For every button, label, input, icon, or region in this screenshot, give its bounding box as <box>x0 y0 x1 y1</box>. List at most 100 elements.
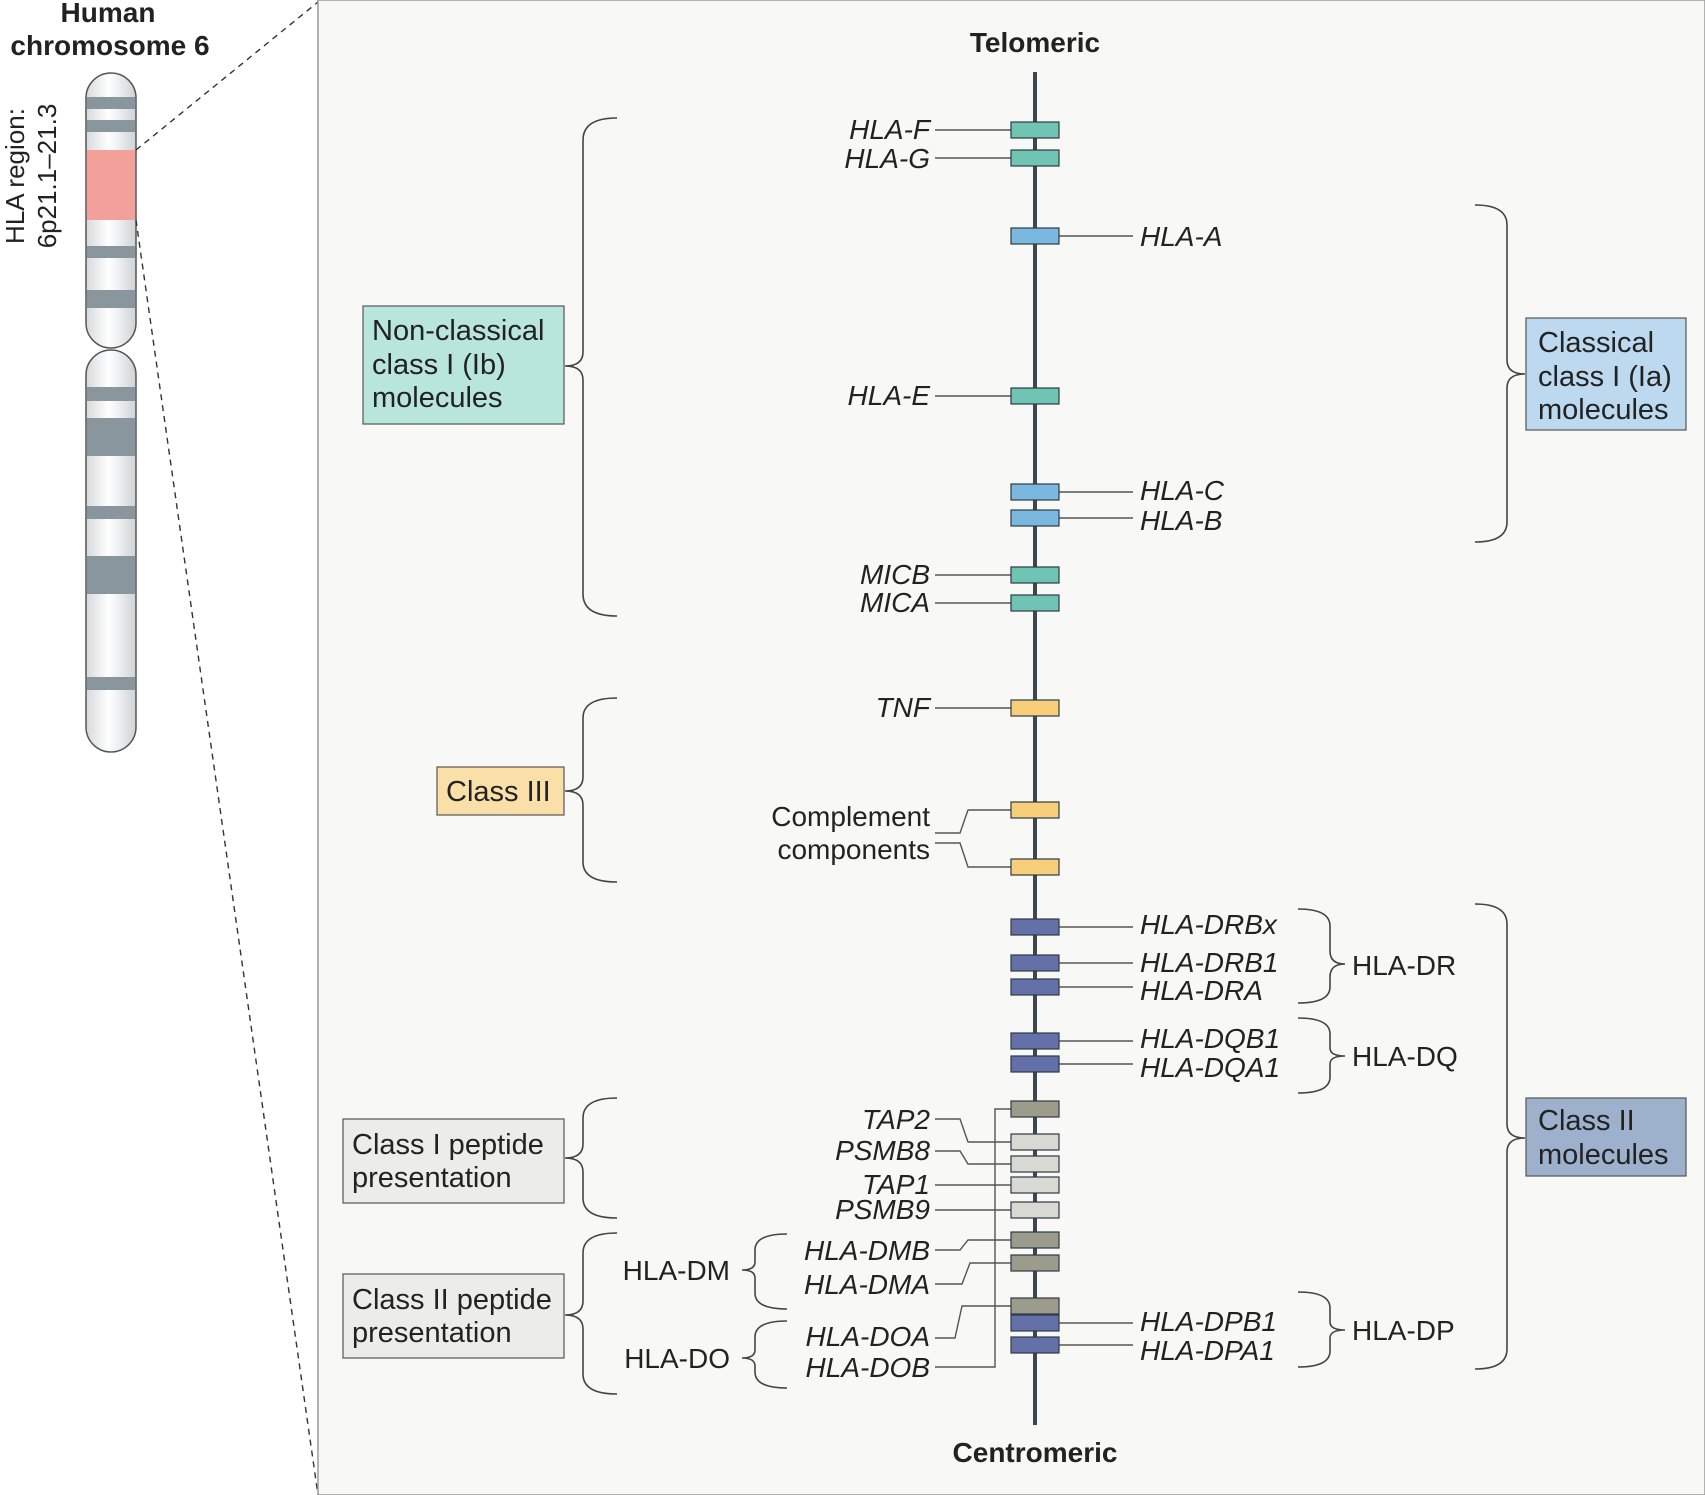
leader-line <box>935 1150 1011 1165</box>
category-peptide1: Class I peptide presentation <box>342 1118 565 1204</box>
gene-label-tap1: TAP1 <box>862 1169 930 1200</box>
category-label-line: presentation <box>352 1317 512 1349</box>
gene-label-hla-g: HLA-G <box>844 143 930 174</box>
leader-line <box>935 1118 1011 1143</box>
leader-line <box>935 1239 1011 1251</box>
chromosome-title-line1: Human <box>61 0 156 28</box>
gene-label-micb: MICB <box>860 559 930 590</box>
bracket-hla-dp <box>1297 1291 1346 1368</box>
category-label-line: Class III <box>446 776 551 808</box>
gene-label-psmb8: PSMB8 <box>835 1135 930 1166</box>
gene-label-hla-e: HLA-E <box>848 380 931 411</box>
gene-box-complement-2 <box>1010 858 1060 876</box>
bracket-peptide1 <box>564 1097 618 1219</box>
gene-box-psmb8 <box>1010 1155 1060 1173</box>
leader-line <box>935 1108 1011 1368</box>
category-label-line: class I (Ib) <box>372 349 506 381</box>
category-label-line: molecules <box>372 382 503 414</box>
group-label-hla-dq: HLA-DQ <box>1352 1041 1458 1072</box>
gene-box-hla-dmb <box>1010 1231 1060 1249</box>
category-label-line: presentation <box>352 1162 512 1194</box>
gene-box-hla-a <box>1010 227 1060 245</box>
gene-box-hla-f <box>1010 121 1060 139</box>
gene-label-hla-dmb: HLA-DMB <box>804 1235 930 1266</box>
category-box-classical <box>1525 317 1687 431</box>
group-label-hla-dp: HLA-DP <box>1352 1315 1455 1346</box>
gene-label-hla-drbx: HLA-DRBx <box>1140 909 1278 940</box>
gene-label-hla-dma: HLA-DMA <box>804 1269 930 1300</box>
gene-label-hla-dob: HLA-DOB <box>806 1352 930 1383</box>
gene-box-hla-doa <box>1010 1297 1060 1315</box>
gene-label-hla-dqb1: HLA-DQB1 <box>1140 1023 1280 1054</box>
gene-box-hla-drb1 <box>1010 954 1060 972</box>
bracket-peptide2 <box>564 1232 618 1395</box>
gene-label-mica: MICA <box>860 587 930 618</box>
bracket-class3 <box>564 697 618 883</box>
bracket-classical <box>1474 204 1526 543</box>
group-label-hla-do: HLA-DO <box>624 1343 730 1374</box>
gene-label-hla-c: HLA-C <box>1140 475 1225 506</box>
category-peptide2: Class II peptide presentation <box>342 1273 565 1359</box>
category-nonclassical: Non-classical class I (Ib) molecules <box>362 305 565 425</box>
gene-label-hla-dra: HLA-DRA <box>1140 975 1263 1006</box>
gene-label-hla-f: HLA-F <box>849 114 932 145</box>
chromosome-q-arm <box>85 349 137 753</box>
gene-label-hla-dqa1: HLA-DQA1 <box>1140 1052 1280 1083</box>
chromosome-band <box>87 120 135 132</box>
gene-box-hla-dpb1 <box>1010 1314 1060 1332</box>
leader-line <box>935 809 1011 834</box>
gene-box-psmb9 <box>1010 1201 1060 1219</box>
category-label-line: Class I peptide <box>352 1129 544 1161</box>
gene-box-tap2 <box>1010 1133 1060 1151</box>
leader-line <box>935 1305 1011 1339</box>
gene-box-tnf <box>1010 699 1060 717</box>
centromeric-label: Centromeric <box>953 1437 1118 1468</box>
category-box-peptide1 <box>342 1118 565 1204</box>
gene-box-hla-dra <box>1010 978 1060 996</box>
gene-box-tap1 <box>1010 1176 1060 1194</box>
gene-box-mica <box>1010 594 1060 612</box>
category-label-line: class I (Ia) <box>1538 361 1672 393</box>
chromosome-band <box>87 97 135 109</box>
category-label-line: Classical <box>1538 327 1654 359</box>
hla-region-highlight <box>87 150 135 220</box>
gene-box-hla-e <box>1010 387 1060 405</box>
gene-label-hla-dpa1: HLA-DPA1 <box>1140 1335 1275 1366</box>
gene-label-hla-drb1: HLA-DRB1 <box>1140 947 1278 978</box>
bracket-hla-dr <box>1297 908 1346 1004</box>
chromosome-title-line2: chromosome 6 <box>10 30 209 61</box>
category-label-line: Class II peptide <box>352 1284 552 1316</box>
gene-label-tnf: TNF <box>876 692 932 723</box>
gene-label-hla-b: HLA-B <box>1140 505 1222 536</box>
gene-label-hla-doa: HLA-DOA <box>806 1321 930 1352</box>
gene-box-hla-c <box>1010 483 1060 501</box>
category-class3: Class III <box>436 766 565 816</box>
zoom-line-bottom <box>135 219 319 1495</box>
gene-label-psmb9: PSMB9 <box>835 1194 930 1225</box>
chromosome-band <box>87 418 135 456</box>
leader-line <box>935 842 1011 868</box>
bracket-hla-do <box>741 1320 788 1389</box>
category-box-peptide2 <box>342 1273 565 1359</box>
category-label-line: molecules <box>1538 1139 1669 1171</box>
gene-label-hla-a: HLA-A <box>1140 221 1222 252</box>
gene-label-hla-dpb1: HLA-DPB1 <box>1140 1306 1277 1337</box>
gene-box-hla-dqa1 <box>1010 1055 1060 1073</box>
category-label-line: Non-classical <box>372 315 544 347</box>
telomeric-label: Telomeric <box>970 27 1100 58</box>
complement-label-line2: components <box>777 834 930 865</box>
chromosome-band <box>87 290 135 308</box>
gene-box-hla-b <box>1010 509 1060 527</box>
gene-box-complement-1 <box>1010 801 1060 819</box>
zoom-line-top <box>135 1 319 151</box>
chromosome-band <box>87 246 135 258</box>
chromosome-ideogram <box>85 72 137 753</box>
complement-label-line1: Complement <box>771 801 930 832</box>
category-box-class3 <box>436 766 565 816</box>
category-label-line: molecules <box>1538 394 1669 426</box>
category-box-nonclassical <box>362 305 565 425</box>
gene-box-hla-dpa1 <box>1010 1336 1060 1354</box>
hla-region-label-line2: 6p21.1–21.3 <box>32 104 62 249</box>
chromosome-band <box>87 387 135 401</box>
